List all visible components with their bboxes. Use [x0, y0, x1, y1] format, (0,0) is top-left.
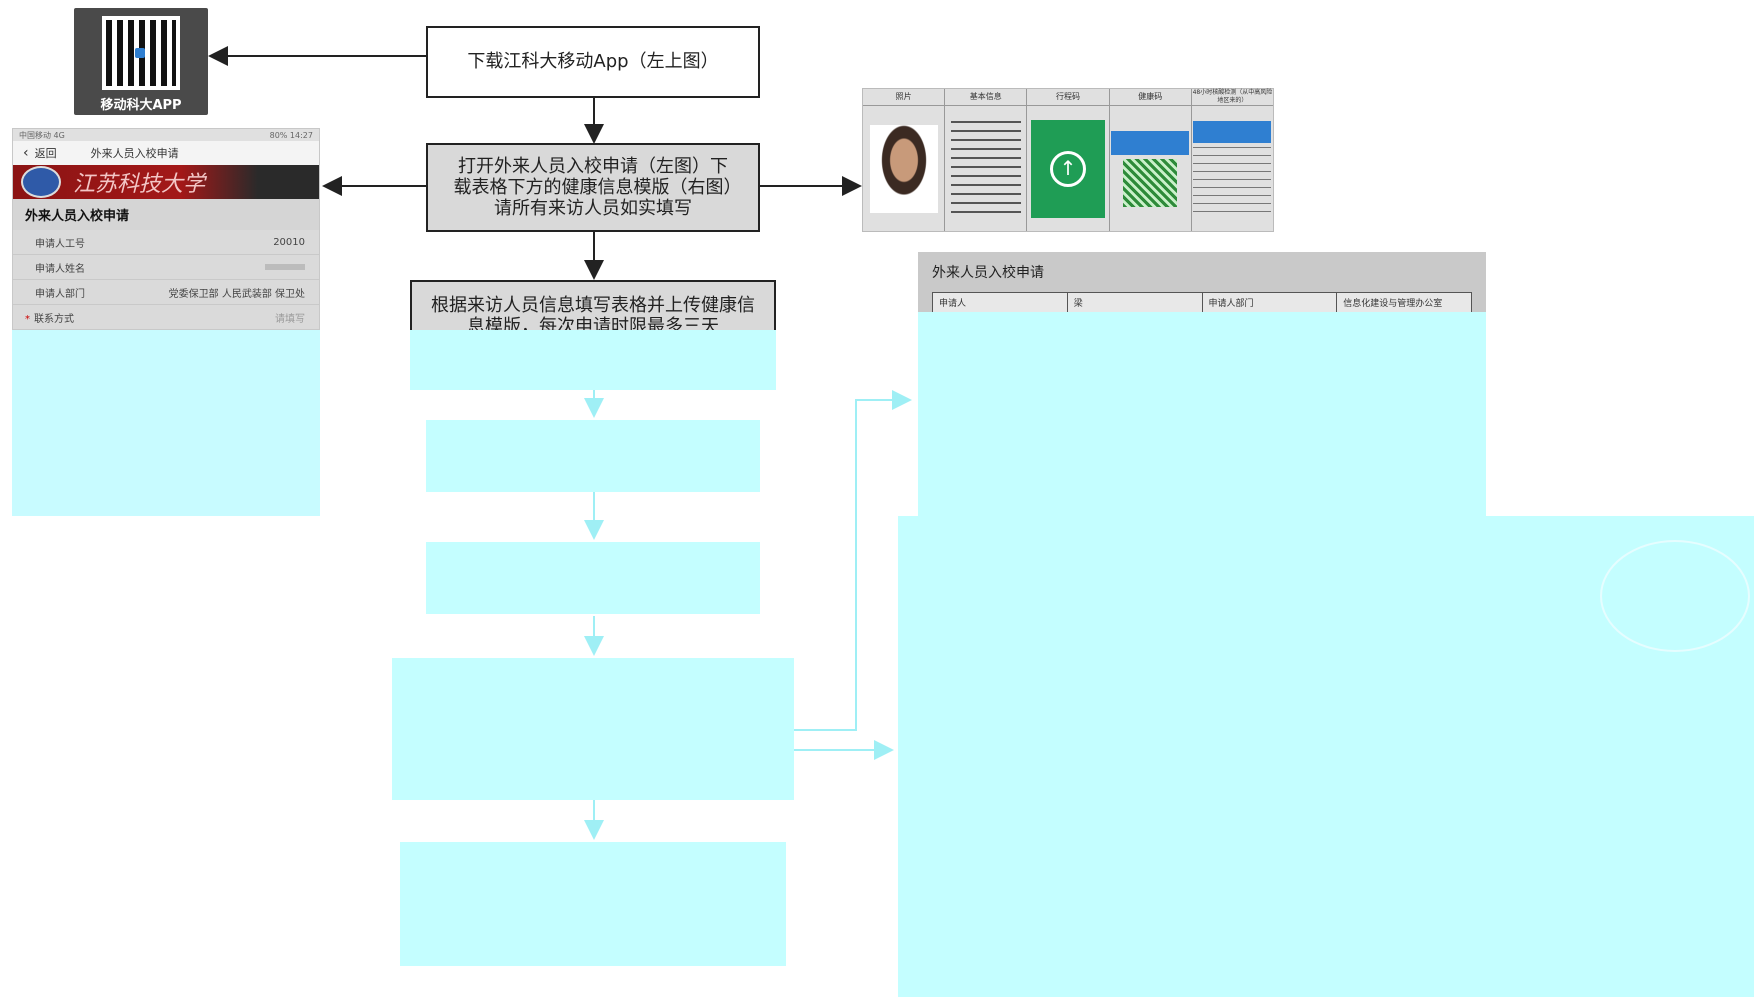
form-cell: 申请人 [933, 293, 1068, 312]
row-label: 申请人部门 [35, 288, 85, 300]
faded-step-3-lower [410, 330, 776, 390]
row-value: 党委保卫部 人民武装部 保卫处 [168, 288, 305, 300]
nav-title: 外来人员入校申请 [90, 147, 179, 160]
form-row: 申请人工号 20010 [13, 230, 319, 255]
form-cell: 梁 [1068, 293, 1203, 312]
health-qr-icon [1123, 158, 1178, 207]
form-row: 申请人部门 党委保卫部 人民武装部 保卫处 [13, 280, 319, 305]
health-template-sample: 照片 基本信息 行程码 ↑ 健康码 48小时核酸检测（从中高风险地区来的） [862, 88, 1274, 232]
faded-step-6 [392, 658, 794, 800]
status-left: 中国移动 4G [19, 130, 65, 140]
faded-step-4 [426, 420, 760, 492]
form-preview-title: 外来人员入校申请 [932, 265, 1044, 281]
row-label: 联系方式 [34, 313, 74, 325]
sample-col-trip: 行程码 ↑ [1027, 89, 1110, 231]
test-lines [1193, 146, 1272, 217]
faded-form-lower [918, 312, 1486, 516]
back-button[interactable]: ‹ 返回 [23, 145, 57, 161]
required-marker: * [25, 313, 30, 325]
phone-screenshot: 中国移动 4G 80% 14:27 ‹ 返回 外来人员入校申请 江苏科技大学 外… [12, 128, 320, 330]
row-label: 申请人工号 [35, 238, 85, 250]
nav-bar: ‹ 返回 外来人员入校申请 [13, 141, 319, 165]
step-fill-form-wrapper: 根据来访人员信息填写表格并上传健康信息模版，每次申请时限最多三天 [410, 280, 776, 330]
form-title: 外来人员入校申请 [13, 199, 319, 230]
faded-step-5 [426, 542, 760, 614]
row-value: 20010 [273, 236, 305, 248]
health-code-header [1111, 130, 1190, 155]
arrow-faded-5 [794, 390, 912, 731]
banner-text: 江苏科技大学 [73, 172, 206, 197]
faded-step-7 [400, 842, 786, 966]
step-download-app: 下载江科大移动App（左上图） [426, 26, 760, 98]
row-placeholder: 请填写 [275, 313, 305, 325]
arrow-up-circle-icon: ↑ [1050, 150, 1086, 187]
status-right: 80% 14:27 [269, 130, 313, 140]
faded-circle-mark [1600, 540, 1750, 652]
test-header [1193, 120, 1272, 143]
sample-col-test: 48小时核酸检测（从中高风险地区来的） [1191, 89, 1274, 231]
sample-header: 健康码 [1109, 89, 1191, 106]
form-preview-row: 申请人 梁 申请人部门 信息化建设与管理办公室 [932, 292, 1472, 313]
portrait-photo [869, 124, 938, 213]
sample-header: 照片 [863, 89, 945, 106]
sample-header: 48小时核酸检测（从中高风险地区来的） [1191, 89, 1274, 106]
step-fill-form: 根据来访人员信息填写表格并上传健康信息模版，每次申请时限最多三天 [410, 280, 776, 330]
form-cell: 申请人部门 [1203, 293, 1338, 312]
step-open-application: 打开外来人员入校申请（左图）下载表格下方的健康信息模版（右图）请所有来访人员如实… [426, 143, 760, 232]
trip-code-card: ↑ [1031, 119, 1105, 218]
form-row: 申请人姓名 [13, 255, 319, 280]
faded-phone-lower [12, 330, 320, 516]
university-banner: 江苏科技大学 [13, 165, 319, 199]
back-label: 返回 [34, 147, 57, 160]
sample-col-info: 基本信息 [945, 89, 1028, 231]
status-bar: 中国移动 4G 80% 14:27 [13, 129, 319, 141]
info-lines [950, 120, 1021, 217]
row-value-blurred [265, 264, 305, 270]
form-cell: 信息化建设与管理办公室 [1343, 299, 1443, 309]
row-label: 申请人姓名 [35, 263, 85, 275]
qr-center-dot [135, 48, 145, 58]
sample-col-photo: 照片 [863, 89, 946, 231]
university-emblem-icon [21, 166, 61, 198]
qr-label: 移动科大APP [100, 98, 182, 113]
form-row-contact[interactable]: * 联系方式 请填写 [13, 305, 319, 329]
sample-col-health: 健康码 [1109, 89, 1192, 231]
qr-code-card: 移动科大APP [74, 8, 208, 115]
sample-header: 基本信息 [945, 89, 1027, 106]
chevron-left-icon: ‹ [23, 145, 29, 161]
application-form-preview: 外来人员入校申请 申请人 梁 申请人部门 信息化建设与管理办公室 [918, 252, 1486, 313]
sample-header: 行程码 [1027, 89, 1109, 106]
